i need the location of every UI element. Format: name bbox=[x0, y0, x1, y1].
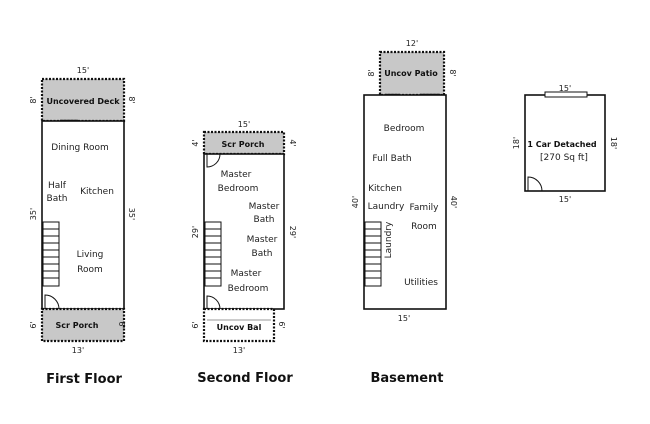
first-floor-porch-label: Scr Porch bbox=[56, 321, 99, 330]
second-floor-porch-label: Scr Porch bbox=[222, 140, 265, 149]
garage-depth-right: 18' bbox=[609, 137, 618, 149]
second-floor-top-width: 15' bbox=[238, 120, 250, 129]
deck-depth-right: 8' bbox=[127, 96, 136, 103]
second-floor-bal-label: Uncov Bal bbox=[217, 323, 262, 332]
utilities-label: Utilities bbox=[404, 278, 438, 288]
second-floor-bal-depth-right: 6' bbox=[277, 321, 286, 328]
second-floor-length-left: 29' bbox=[191, 226, 200, 238]
master-bedroom-1-line1: Master bbox=[221, 170, 252, 180]
garage-top-width: 15' bbox=[559, 84, 571, 93]
bath-label: Bath bbox=[47, 194, 68, 204]
deck-width: 15' bbox=[77, 66, 89, 75]
basement-length-right: 40' bbox=[449, 196, 458, 208]
half-label: Half bbox=[48, 181, 67, 191]
first-floor-porch-depth-right: 6' bbox=[117, 321, 126, 328]
second-floor-bal-depth-left: 6' bbox=[191, 321, 200, 328]
garage-plan: 15' 1 Car Detached [270 Sq ft] 18' 18' 1… bbox=[512, 84, 618, 204]
garage-door-swing bbox=[527, 176, 543, 192]
master-bedroom-2-line1: Master bbox=[231, 269, 262, 279]
deck-label: Uncovered Deck bbox=[46, 97, 120, 106]
patio-depth-right: 8' bbox=[448, 69, 457, 76]
uncov-patio bbox=[378, 50, 446, 97]
deck-depth-left: 8' bbox=[29, 96, 38, 103]
family-room-label: Room bbox=[411, 222, 437, 232]
basement-laundry-label: Laundry bbox=[368, 202, 405, 212]
master-bath-2-line1: Master bbox=[247, 235, 278, 245]
garage-door bbox=[544, 91, 588, 98]
garage-bottom-width: 15' bbox=[559, 195, 571, 204]
patio-depth-left: 8' bbox=[367, 69, 376, 76]
master-bath-2-line2: Bath bbox=[252, 249, 273, 259]
first-floor-stairs bbox=[42, 221, 60, 287]
first-floor-plan: Uncovered Deck 15' 8' 8' Dining Room Hal… bbox=[29, 66, 136, 387]
basement-bedroom-label: Bedroom bbox=[384, 124, 425, 134]
master-bath-1-line1: Master bbox=[249, 202, 280, 212]
kitchen-label: Kitchen bbox=[80, 187, 114, 197]
basement-length-left: 40' bbox=[351, 196, 360, 208]
first-floor-bottom-width: 13' bbox=[72, 346, 84, 355]
second-floor-stairs bbox=[204, 221, 222, 287]
first-floor-scr-porch bbox=[40, 307, 126, 343]
second-floor-bottom-door-swing bbox=[206, 295, 221, 310]
second-floor-uncov-bal bbox=[202, 307, 276, 343]
first-floor-title: First Floor bbox=[46, 372, 122, 387]
basement-fullbath-label: Full Bath bbox=[372, 154, 411, 164]
second-floor-bottom-width: 13' bbox=[233, 346, 245, 355]
garage-depth-left: 18' bbox=[512, 137, 521, 149]
second-floor-porch-depth-right: 4' bbox=[288, 139, 297, 146]
first-floor-door-swing bbox=[44, 294, 60, 310]
basement-kitchen-label: Kitchen bbox=[368, 184, 402, 194]
first-floor-porch-depth-left: 6' bbox=[29, 321, 38, 328]
uncovered-deck bbox=[40, 77, 126, 123]
master-bedroom-2-line2: Bedroom bbox=[228, 284, 269, 294]
basement-plan: 12' Uncov Patio 8' 8' Bedroom Full Bath … bbox=[351, 39, 458, 386]
second-floor-length-right: 29' bbox=[288, 226, 297, 238]
garage-label: 1 Car Detached bbox=[527, 140, 597, 149]
garage-area: [270 Sq ft] bbox=[540, 153, 588, 163]
living-label: Living bbox=[77, 250, 104, 260]
room-label: Room bbox=[77, 265, 103, 275]
second-floor-top-door-swing bbox=[206, 153, 221, 168]
patio-label: Uncov Patio bbox=[384, 69, 438, 78]
master-bath-1-line2: Bath bbox=[254, 215, 275, 225]
first-floor-length-left: 35' bbox=[29, 208, 38, 220]
garage-outline bbox=[524, 94, 606, 192]
patio-width: 12' bbox=[406, 39, 418, 48]
family-label: Family bbox=[410, 203, 440, 213]
first-floor-length-right: 35' bbox=[127, 208, 136, 220]
basement-title: Basement bbox=[370, 371, 443, 386]
second-floor-title: Second Floor bbox=[197, 371, 293, 386]
master-bedroom-1-line2: Bedroom bbox=[218, 184, 259, 194]
basement-stairs bbox=[364, 221, 382, 287]
laundry-vertical-label: Laundry bbox=[384, 221, 394, 258]
second-floor-porch-depth-left: 4' bbox=[191, 139, 200, 146]
dining-room-label: Dining Room bbox=[51, 143, 109, 153]
basement-bottom-width: 15' bbox=[398, 314, 410, 323]
second-floor-plan: 15' Scr Porch 4' 4' Master Bedroom Maste… bbox=[191, 120, 297, 386]
